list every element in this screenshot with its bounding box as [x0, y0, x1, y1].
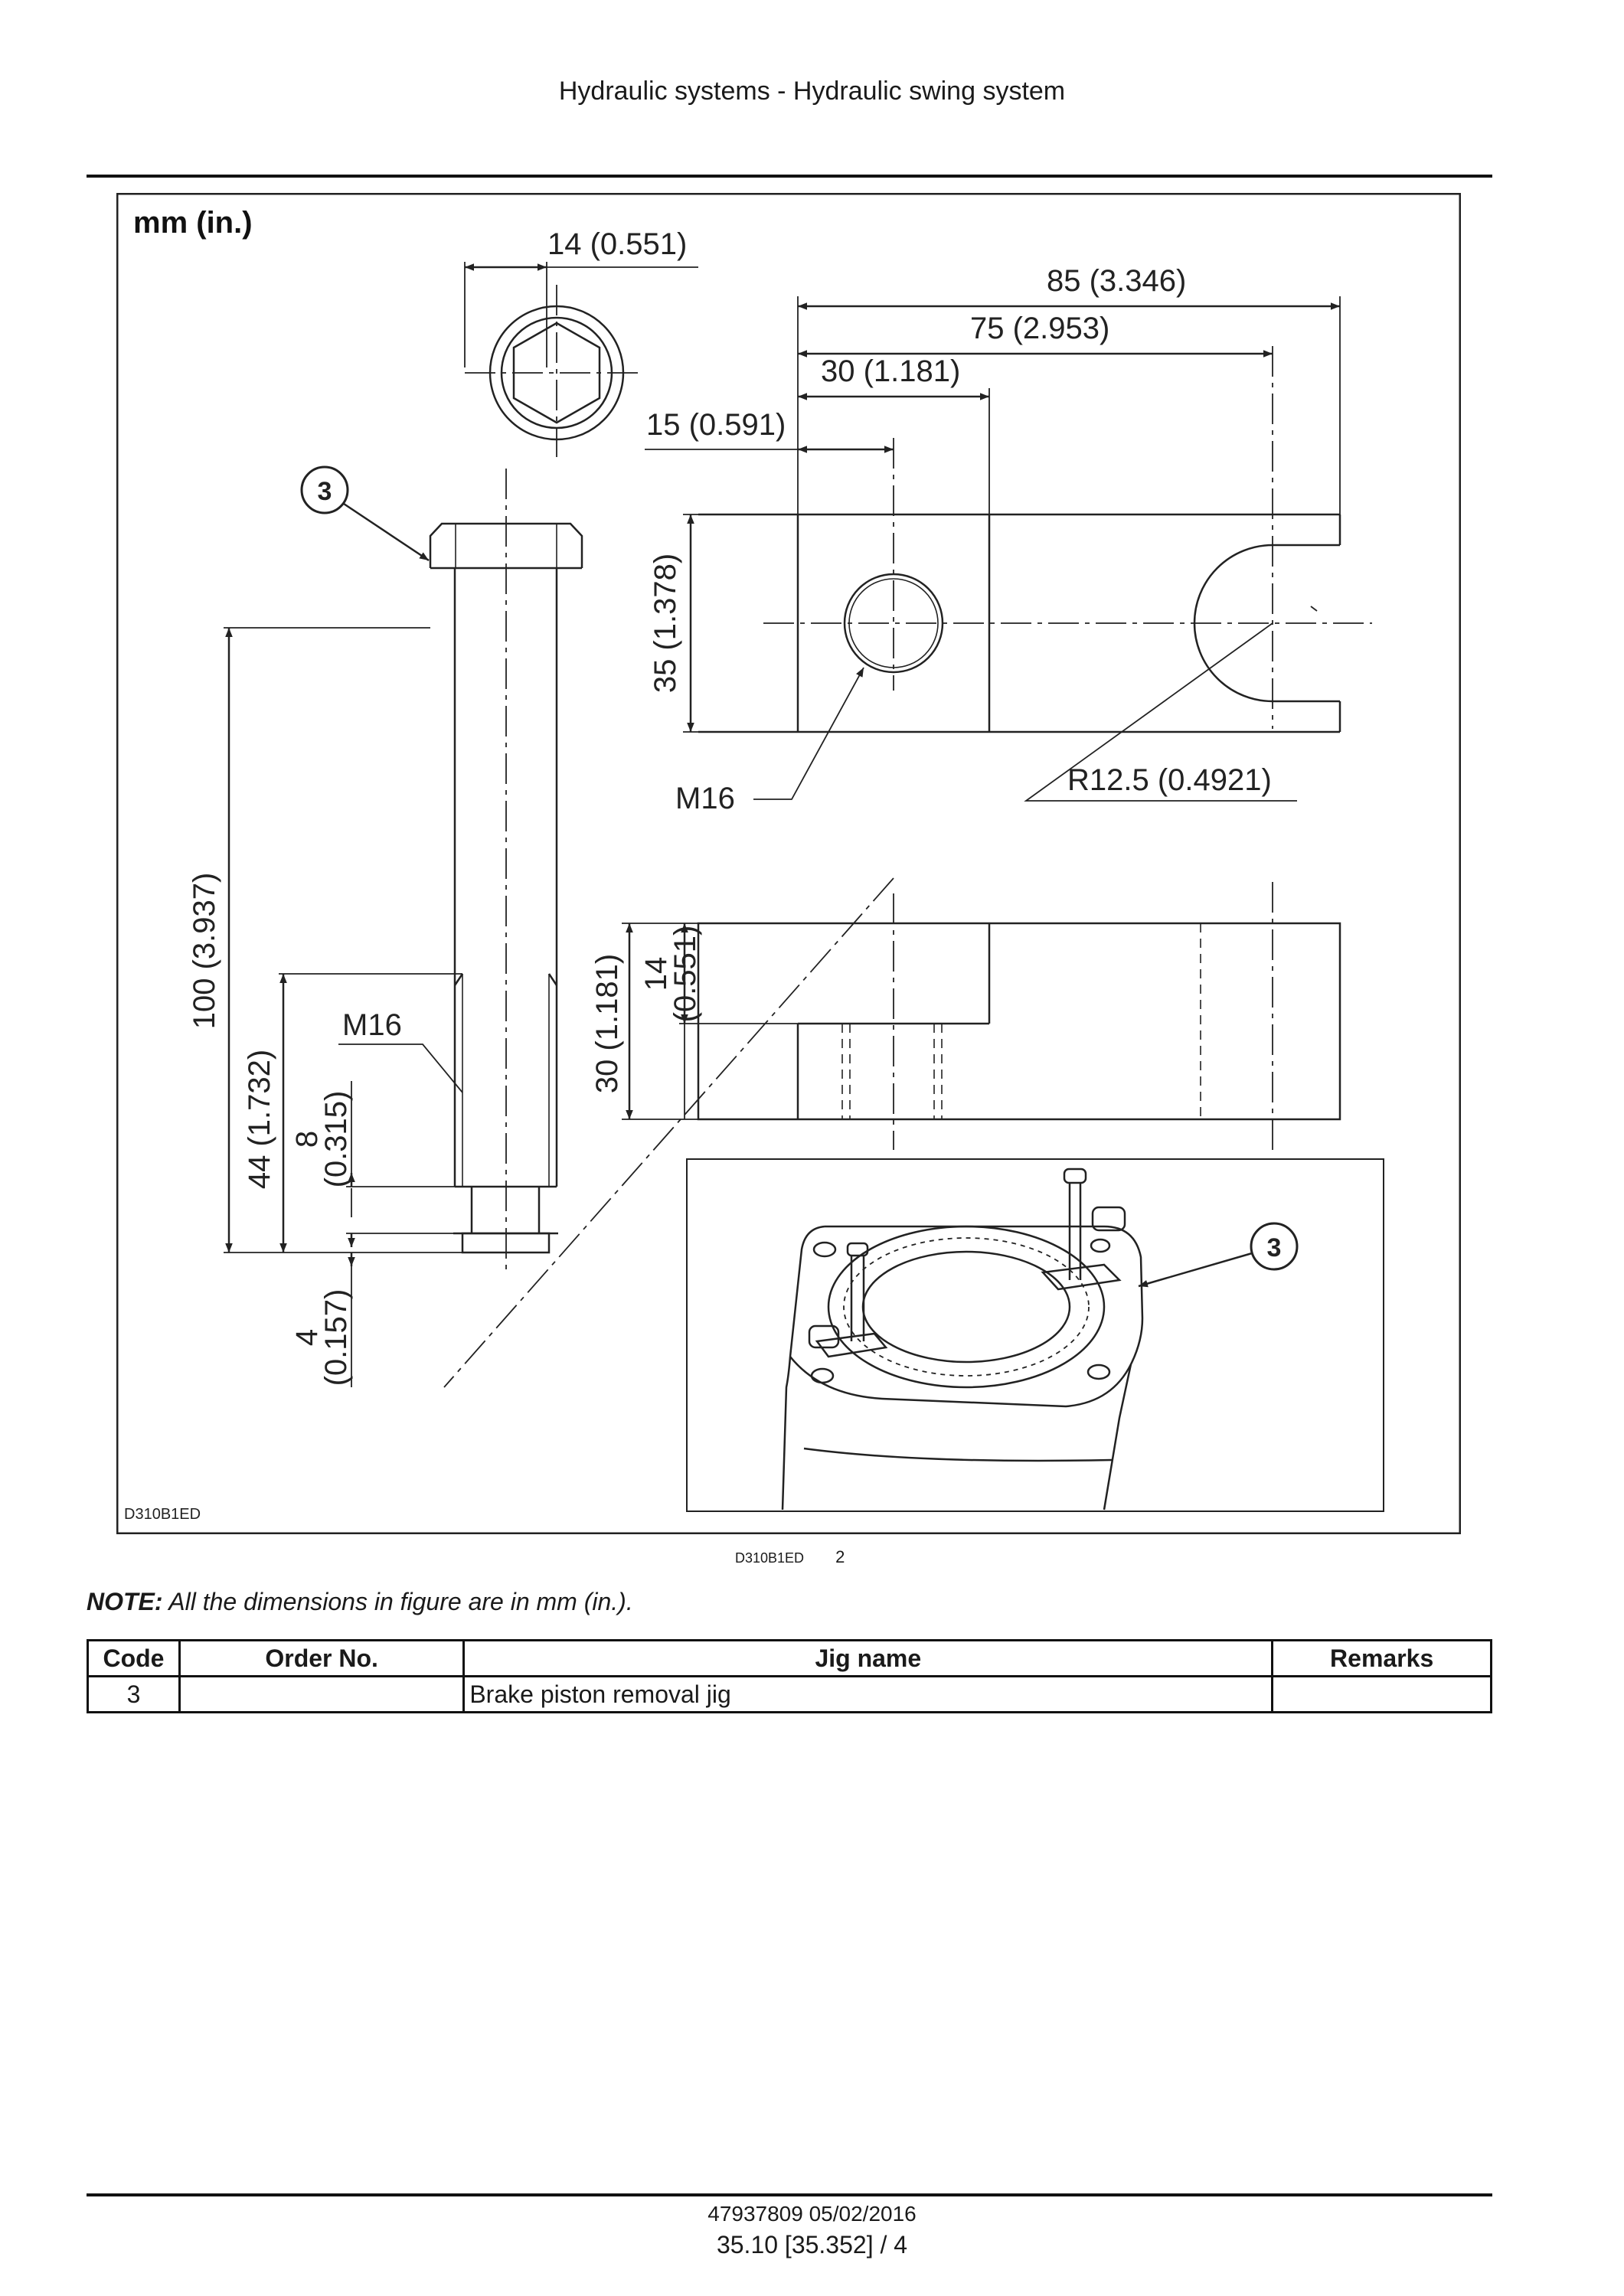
cell-remarks [1271, 1675, 1492, 1713]
dim-bolt-tip-in: (0.157) [319, 1289, 353, 1386]
dim-plate-side-step-in: (0.551) [668, 926, 702, 1023]
bolt-drawing: 14 (0.551) 100 (3.937) 44 (1.732) [188, 227, 698, 1387]
figure-frame [116, 193, 1461, 1534]
dim-plate-step: 30 (1.181) [821, 354, 960, 388]
dim-plate-side-height: 30 (1.181) [590, 954, 624, 1093]
plate-top-view: 85 (3.346) 75 (2.953) 30 (1.181) 15 (0.5… [645, 264, 1372, 815]
label-bolt-thread: M16 [342, 1008, 402, 1042]
footer-doc-id: 47937809 05/02/2016 [707, 2202, 917, 2226]
dim-bolt-thread-length: 44 (1.732) [243, 1050, 276, 1189]
header-rule [87, 175, 1492, 178]
dim-bolt-step-in: (0.315) [319, 1091, 353, 1188]
figure-caption-number: 2 [835, 1547, 845, 1566]
cell-order-no [178, 1675, 466, 1713]
note-text: All the dimensions in figure are in mm (… [162, 1588, 633, 1615]
technical-drawing: mm (in.) 14 (0.551) 100 [116, 193, 1461, 1534]
label-plate-slot-radius: R12.5 (0.4921) [1067, 763, 1272, 797]
dim-plate-side-step: 14 [639, 957, 673, 991]
jig-table: Code Order No. Jig name Remarks 3 Brake … [87, 1639, 1492, 1713]
dim-plate-hole-center: 15 (0.591) [646, 408, 786, 442]
footer-page-number: 35.10 [35.352] / 4 [716, 2231, 908, 2258]
footer-rule [87, 2193, 1492, 2196]
inset-assembly-illustration: 3 [686, 1158, 1384, 1512]
col-header-code: Code [87, 1639, 181, 1677]
unit-label: mm (in.) [133, 206, 253, 240]
col-header-order-no: Order No. [178, 1639, 466, 1677]
dim-plate-slot-center: 75 (2.953) [970, 312, 1109, 345]
jig-table-header-row: Code Order No. Jig name Remarks [87, 1639, 1492, 1677]
svg-text:3: 3 [318, 477, 332, 506]
dim-bolt-total-length: 100 (3.937) [188, 873, 221, 1030]
cell-jig-name: Brake piston removal jig [462, 1675, 1274, 1713]
callout-bubble-bolt: 3 [300, 465, 430, 562]
dim-bolt-head-width: 14 (0.551) [547, 227, 687, 261]
plate-side-view: 30 (1.181) 14 (0.551) [590, 882, 1341, 1150]
page-header-title: Hydraulic systems - Hydraulic swing syst… [558, 77, 1066, 106]
dim-bolt-tip: 4 [290, 1329, 324, 1346]
col-header-jig-name: Jig name [462, 1639, 1274, 1677]
label-plate-hole-thread: M16 [675, 782, 735, 815]
dim-plate-width: 35 (1.378) [649, 554, 682, 693]
figure-caption: D310B1ED 2 [735, 1547, 845, 1567]
svg-text:3: 3 [1267, 1233, 1282, 1262]
dim-plate-total-length: 85 (3.346) [1047, 264, 1186, 298]
col-header-remarks: Remarks [1271, 1639, 1492, 1677]
assembly-connector-line [443, 877, 894, 1388]
figure-caption-id: D310B1ED [735, 1550, 805, 1566]
cell-code: 3 [87, 1675, 181, 1713]
note-label: NOTE: [87, 1588, 163, 1615]
note: NOTE: All the dimensions in figure are i… [87, 1588, 633, 1616]
figure-corner-id: D310B1ED [124, 1506, 201, 1523]
dim-bolt-step: 8 [290, 1131, 324, 1148]
table-row: 3 Brake piston removal jig [87, 1675, 1492, 1713]
